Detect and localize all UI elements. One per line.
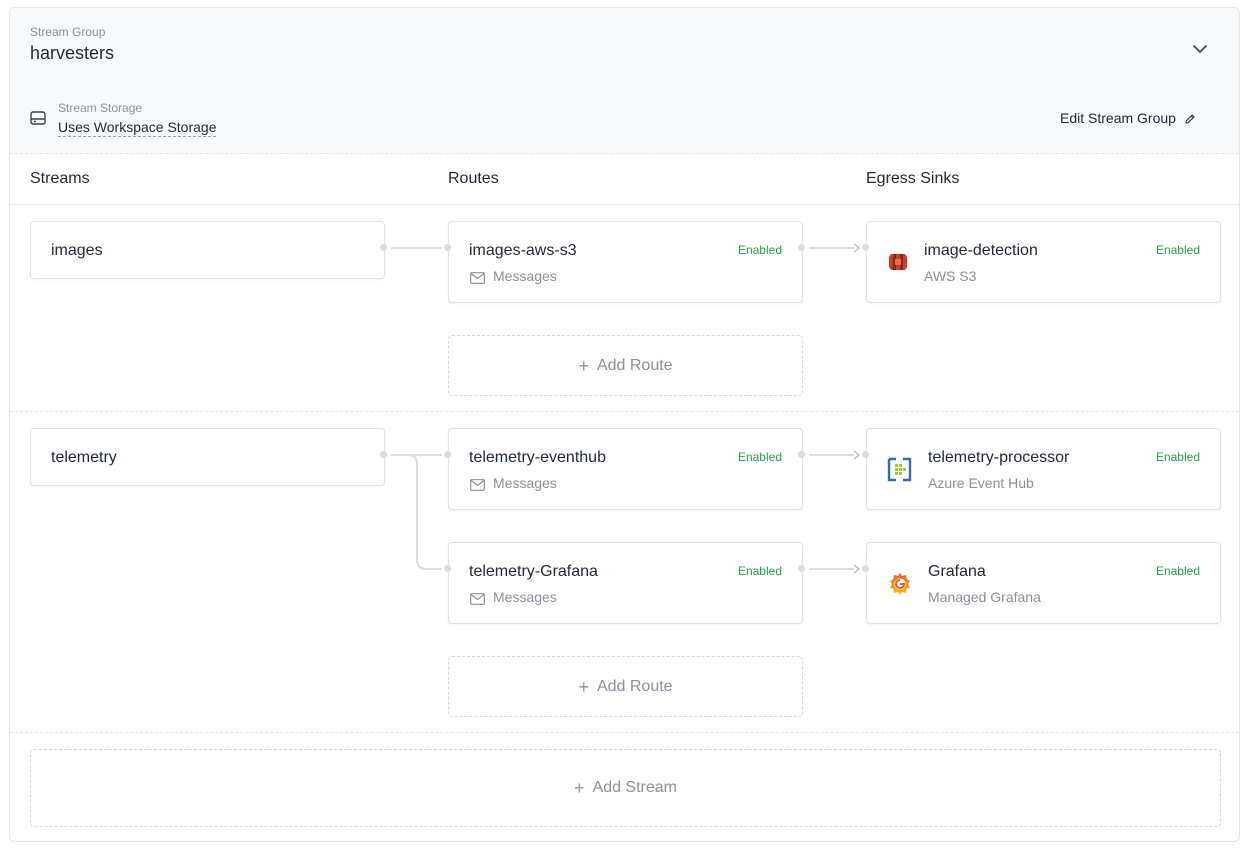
sink-provider: Azure Event Hub (928, 475, 1034, 491)
plus-icon: + (578, 676, 589, 697)
stream-storage-label: Stream Storage (58, 101, 143, 115)
route-card-images-aws-s3[interactable]: images-aws-s3 Messages Enabled (448, 221, 803, 303)
stream-group-header: Stream Group harvesters Stream Storage U… (10, 8, 1239, 154)
azure-event-hub-icon (887, 457, 912, 482)
status-badge: Enabled (737, 450, 782, 464)
aws-s3-icon (887, 250, 909, 274)
sink-card-telemetry-processor[interactable]: telemetry-processor Azure Event Hub Enab… (866, 428, 1221, 510)
add-route-button-images[interactable]: + Add Route (448, 335, 803, 396)
stream-group-name: harvesters (30, 43, 115, 63)
chevron-down-icon[interactable] (1191, 40, 1209, 58)
column-header-divider (10, 204, 1239, 205)
plus-icon: + (574, 778, 585, 798)
add-stream-button[interactable]: + Add Stream (30, 749, 1221, 827)
sink-in-dot (862, 451, 869, 458)
sink-name: Grafana (928, 563, 986, 580)
stream-group-label: Stream Group (30, 25, 106, 39)
edit-stream-group-button[interactable]: Edit Stream Group (1060, 110, 1196, 126)
stream-name: images (51, 242, 103, 259)
route-type: Messages (493, 589, 557, 605)
envelope-icon (470, 592, 485, 605)
envelope-icon (470, 478, 485, 491)
stream-card-images[interactable]: images (30, 221, 385, 279)
storage-icon (30, 111, 46, 125)
route-name: images-aws-s3 (469, 242, 577, 259)
add-route-label: Add Route (596, 677, 673, 695)
grafana-icon (887, 571, 913, 597)
column-header-egress-sinks: Egress Sinks (866, 170, 960, 187)
edit-stream-group-label: Edit Stream Group (1060, 110, 1176, 126)
add-route-label: Add Route (596, 356, 673, 374)
status-badge: Enabled (737, 243, 782, 257)
route-in-dot (444, 565, 451, 572)
route-card-telemetry-eventhub[interactable]: telemetry-eventhub Messages Enabled (448, 428, 803, 510)
stream-storage-link[interactable]: Uses Workspace Storage (58, 119, 217, 137)
envelope-icon (470, 271, 485, 284)
route-name: telemetry-eventhub (469, 449, 606, 466)
sink-provider: AWS S3 (924, 268, 977, 284)
status-badge: Enabled (1155, 243, 1200, 257)
status-badge: Enabled (1155, 564, 1200, 578)
route-name: telemetry-Grafana (469, 563, 598, 580)
route-out-dot (798, 565, 805, 572)
stream-group-panel: Stream Group harvesters Stream Storage U… (9, 7, 1240, 842)
stream-connector-dot (380, 451, 387, 458)
sink-in-dot (862, 565, 869, 572)
stream-divider (10, 732, 1239, 733)
route-out-dot (798, 451, 805, 458)
route-card-telemetry-grafana[interactable]: telemetry-Grafana Messages Enabled (448, 542, 803, 624)
stream-name: telemetry (51, 449, 117, 466)
sink-card-grafana[interactable]: Grafana Managed Grafana Enabled (866, 542, 1221, 624)
sink-provider: Managed Grafana (928, 589, 1041, 605)
plus-icon: + (578, 355, 589, 376)
route-in-dot (444, 244, 451, 251)
add-stream-label: Add Stream (592, 779, 677, 796)
route-in-dot (444, 451, 451, 458)
column-header-routes: Routes (448, 170, 499, 187)
status-badge: Enabled (1155, 450, 1200, 464)
route-type: Messages (493, 475, 557, 491)
sink-name: telemetry-processor (928, 449, 1070, 466)
stream-divider (10, 411, 1239, 412)
sink-card-image-detection[interactable]: image-detection AWS S3 Enabled (866, 221, 1221, 303)
sink-name: image-detection (924, 242, 1038, 259)
sink-in-dot (862, 244, 869, 251)
add-route-button-telemetry[interactable]: + Add Route (448, 656, 803, 717)
column-header-streams: Streams (30, 170, 90, 187)
route-type: Messages (493, 268, 557, 284)
route-out-dot (798, 244, 805, 251)
pencil-icon (1184, 112, 1196, 124)
stream-card-telemetry[interactable]: telemetry (30, 428, 385, 486)
stream-connector-dot (380, 244, 387, 251)
status-badge: Enabled (737, 564, 782, 578)
